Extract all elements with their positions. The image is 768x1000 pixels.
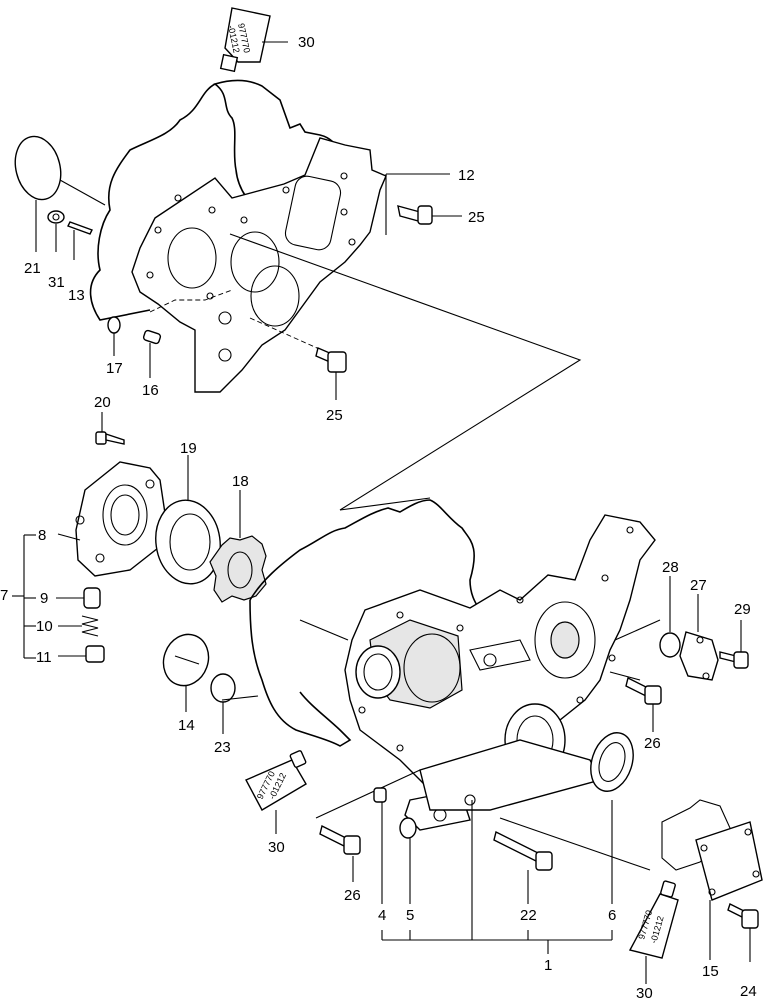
- label-14: 14: [178, 717, 195, 734]
- label-31: 31: [48, 274, 65, 291]
- label-29: 29: [734, 601, 751, 618]
- stud-13: [67, 221, 93, 260]
- cap-14: [162, 633, 210, 712]
- sealant-tube-top: 977770 -01212: [219, 7, 288, 73]
- label-22: 22: [520, 907, 537, 924]
- oring-21: [14, 135, 62, 252]
- sealant-tube-middle: 977770 -01212: [245, 750, 307, 834]
- label-16: 16: [142, 382, 159, 399]
- label-8: 8: [38, 527, 46, 544]
- backing-plate: [41, 137, 582, 511]
- valve-9: [56, 587, 101, 609]
- bolt-26-left: [319, 824, 361, 882]
- bolt-24: [727, 903, 759, 962]
- label-13: 13: [68, 287, 85, 304]
- gear-case-gasket: [221, 499, 486, 747]
- label-10: 10: [36, 618, 53, 635]
- label-25-upper: 25: [468, 209, 485, 226]
- label-27: 27: [690, 577, 707, 594]
- seal-17: [107, 316, 121, 356]
- rotor-inner-18: [209, 490, 267, 603]
- nut-31: [47, 210, 65, 252]
- pump-cover: [57, 461, 167, 577]
- label-1: 1: [544, 957, 552, 974]
- label-30-middle: 30: [268, 839, 285, 856]
- sealant-tube-bottom: 977770 -01212: [628, 880, 679, 984]
- label-18: 18: [232, 473, 249, 490]
- cover-15: [695, 821, 763, 960]
- bracket-1: [381, 800, 613, 954]
- rotor-outer-19: [155, 455, 221, 585]
- pin-16: [142, 329, 162, 378]
- label-26-left: 26: [344, 887, 361, 904]
- bolt-25-lower: [249, 317, 347, 400]
- plug-11: [58, 645, 105, 663]
- spring-10: [58, 615, 99, 637]
- label-28: 28: [662, 559, 679, 576]
- label-12: 12: [458, 167, 475, 184]
- bracket-7: [12, 534, 36, 659]
- oring-23: [210, 673, 236, 734]
- label-4: 4: [378, 907, 386, 924]
- label-23: 23: [214, 739, 231, 756]
- plug-4: [373, 787, 387, 904]
- label-6: 6: [608, 907, 616, 924]
- label-11: 11: [36, 649, 52, 666]
- label-26-right: 26: [644, 735, 661, 752]
- label-30-bottom: 30: [636, 985, 653, 1000]
- bolt-22: [493, 830, 553, 904]
- plug-5: [399, 817, 417, 904]
- label-15: 15: [702, 963, 719, 980]
- bolt-29: [719, 620, 749, 669]
- label-20: 20: [94, 394, 111, 411]
- gear-case: [344, 514, 656, 831]
- label-21: 21: [24, 260, 41, 277]
- label-5: 5: [406, 907, 414, 924]
- oring-28: [659, 576, 681, 658]
- cover-plate-27: [679, 594, 719, 681]
- label-19: 19: [180, 440, 197, 457]
- label-25-lower: 25: [326, 407, 343, 424]
- label-24: 24: [740, 983, 757, 1000]
- label-30-top: 30: [298, 34, 315, 51]
- label-7: 7: [0, 587, 8, 604]
- label-9: 9: [40, 590, 48, 607]
- bolt-20: [95, 412, 125, 445]
- bolt-26-right: [625, 676, 662, 732]
- oil-seal-6: [590, 732, 634, 904]
- bolt-25-upper: [397, 205, 462, 225]
- label-17: 17: [106, 360, 123, 377]
